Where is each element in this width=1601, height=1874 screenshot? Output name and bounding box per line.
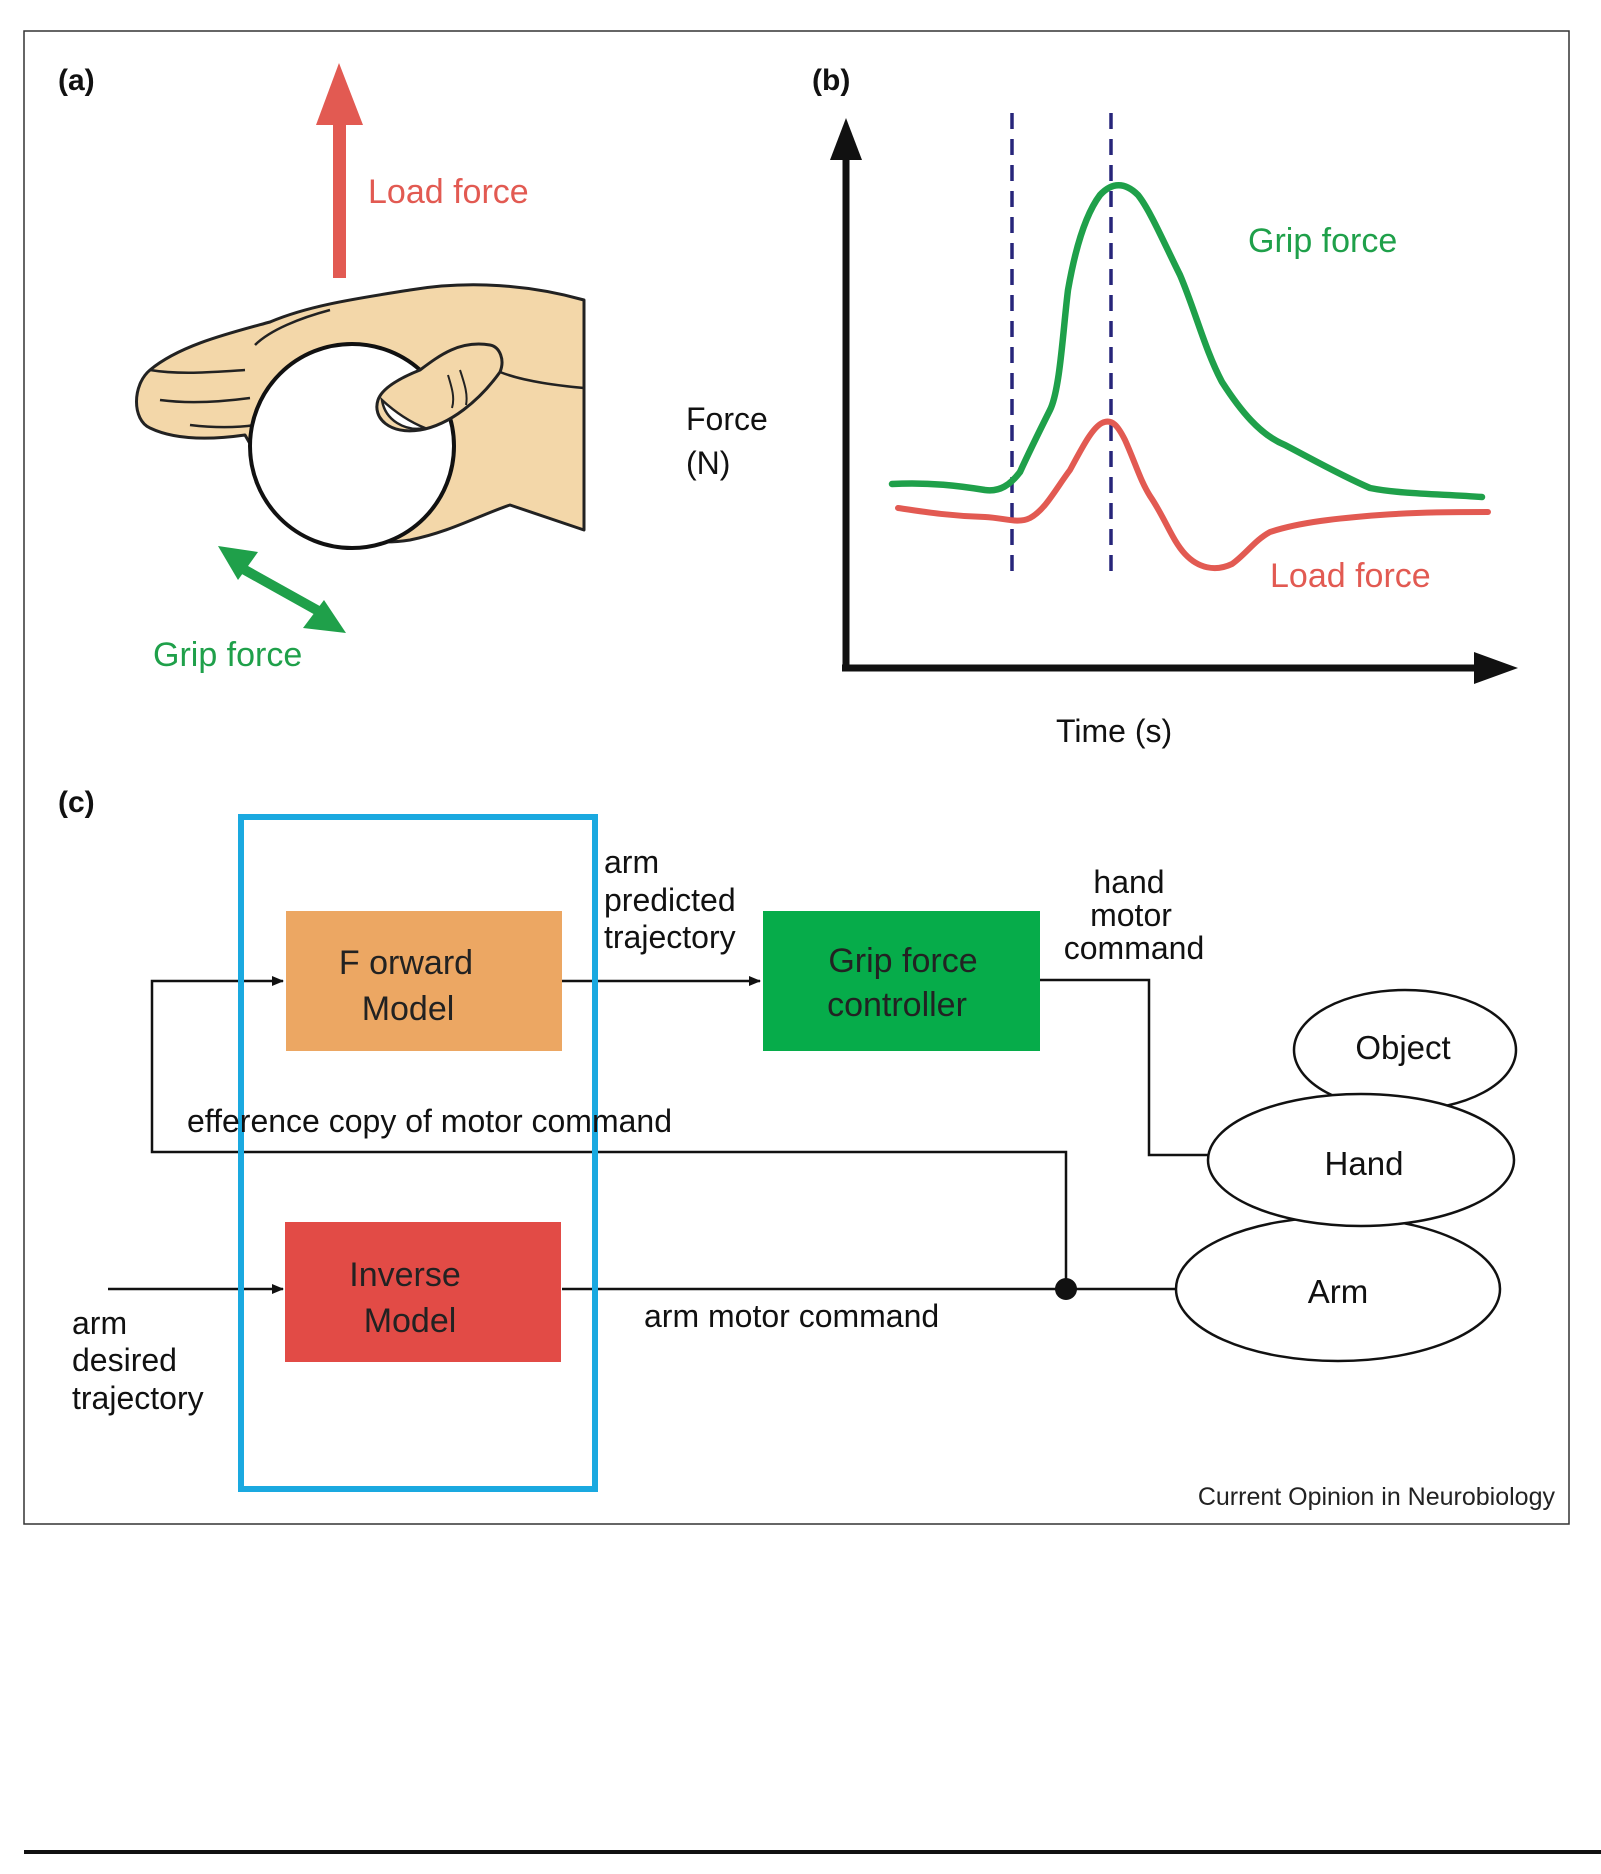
grip-force-label-b: Grip force [1248,222,1397,260]
forward-model-text-1: F orward [339,944,473,982]
load-force-arrow [316,63,363,278]
panel-c-label: (c) [58,786,95,819]
object-node: Object [1292,988,1518,1112]
grip-force-arrow [218,546,346,633]
y-axis-label-line1: Force [686,401,768,437]
desired-trajectory-label-3: trajectory [72,1380,204,1416]
hand-illustration [135,283,586,550]
hand-node: Hand [1206,1092,1516,1228]
inverse-model-box: Inverse Model [285,1222,561,1362]
grip-controller-box: Grip force controller [763,911,1040,1051]
hand-text: Hand [1325,1145,1404,1182]
object-text: Object [1355,1029,1450,1066]
load-force-label-b: Load force [1270,557,1431,595]
desired-trajectory-label-1: arm [72,1305,127,1341]
grip-force-label-a: Grip force [153,636,302,674]
forward-model-text-2: Model [362,990,455,1028]
x-axis-label: Time (s) [1056,713,1172,749]
predicted-trajectory-label-3: trajectory [604,919,736,955]
axes [830,118,1518,684]
predicted-trajectory-label-1: arm [604,844,659,880]
hand-command-label-1: hand [1093,864,1164,900]
hand-command-label-3: command [1064,930,1205,966]
efference-copy-label: efference copy of motor command [187,1103,672,1139]
inverse-model-text-1: Inverse [349,1256,461,1294]
branch-node [1055,1278,1077,1300]
panel-b-label: (b) [812,64,850,97]
y-axis-label-line2: (N) [686,445,730,481]
journal-credit: Current Opinion in Neurobiology [1198,1483,1556,1511]
figure-frame [23,30,1570,1525]
panel-a-label: (a) [58,64,95,97]
arm-text: Arm [1308,1273,1369,1310]
hand-command-label-2: motor [1090,897,1172,933]
grip-controller-text-2: controller [827,986,967,1024]
load-force-curve [895,418,1491,572]
inverse-model-text-2: Model [364,1302,457,1340]
arm-node: Arm [1174,1215,1502,1363]
grip-force-curve [888,182,1486,501]
predicted-trajectory-label-2: predicted [604,882,736,918]
desired-trajectory-label-2: desired [72,1342,177,1378]
grip-controller-text-1: Grip force [828,942,977,980]
internal-models-frame [238,814,598,1492]
load-force-label-a: Load force [368,173,529,211]
arm-motor-command-label: arm motor command [644,1298,939,1334]
forward-model-box: F orward Model [286,911,562,1051]
